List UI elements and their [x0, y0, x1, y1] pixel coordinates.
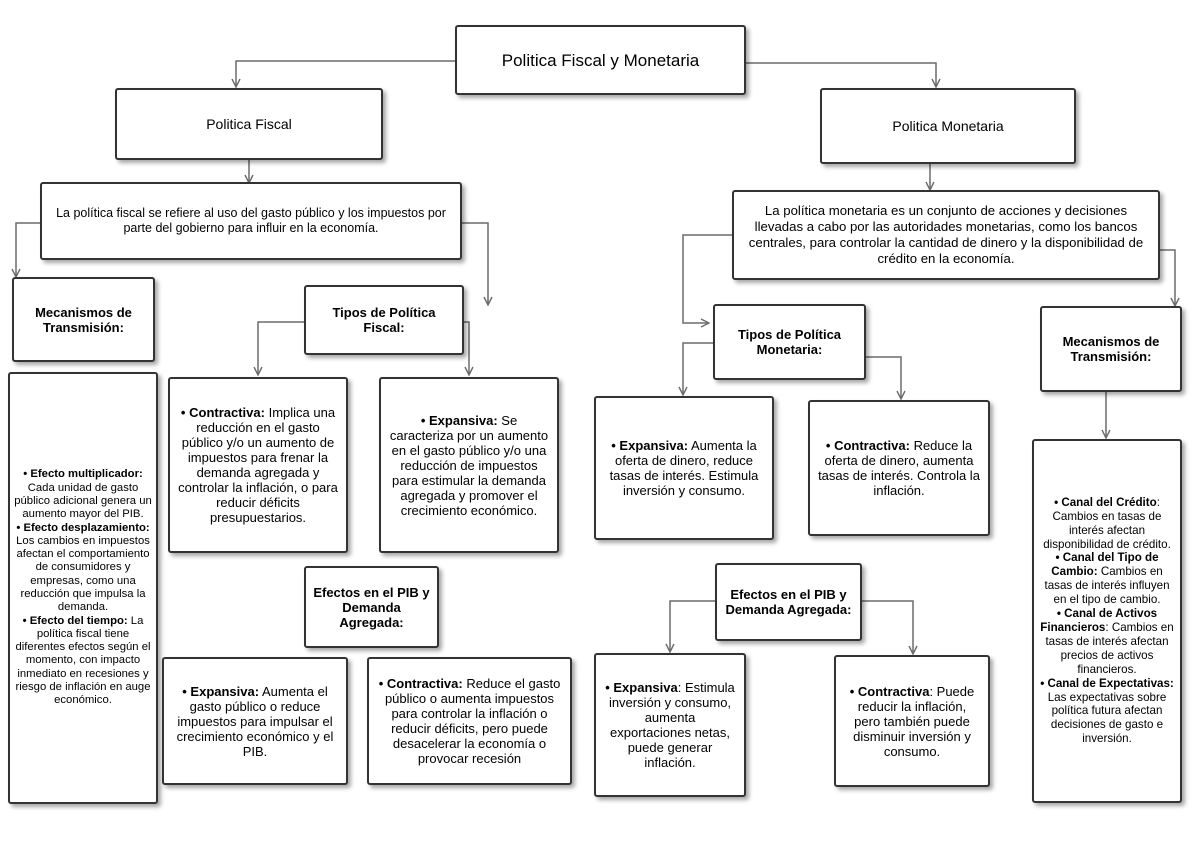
monetary-effect-expansiva: • Expansiva: Estimula inversión y consum… — [594, 653, 746, 797]
fiscal-mechanisms-heading: Mecanismos de Transmisión: — [35, 304, 132, 335]
monetary-mechanisms-list: • Canal del Crédito: Cambios en tasas de… — [1032, 439, 1182, 803]
root-node: Politica Fiscal y Monetaria — [455, 25, 746, 95]
fiscal-effect-contractiva: • Contractiva: Reduce el gasto público o… — [367, 657, 572, 785]
fiscal-mechanisms-list: • Efecto multiplicador: Cada unidad de g… — [8, 372, 158, 804]
arrow-root-to-fiscal — [236, 60, 455, 86]
arrow-monetary-def-to-mechanisms — [1160, 249, 1175, 305]
fiscal-mechanism-timing: • Efecto del tiempo: La política fiscal … — [15, 614, 151, 707]
monetary-effects-heading-node: Efectos en el PIB y Demanda Agregada: — [715, 563, 862, 641]
monetary-effects-heading: Efectos en el PIB y Demanda Agregada: — [725, 587, 852, 617]
arrow-monetary-types-to-expansiva — [683, 342, 713, 394]
arrow-monetary-types-to-contractiva — [866, 356, 901, 398]
monetary-channel-assets: • Canal de Activos Financieros: Cambios … — [1040, 607, 1174, 676]
monetary-mechanisms-heading-node: Mecanismos de Transmisión: — [1040, 306, 1182, 392]
root-title: Politica Fiscal y Monetaria — [501, 50, 700, 70]
arrow-root-to-monetary — [746, 62, 936, 86]
fiscal-type-contractiva: • Contractiva: Implica una reducción en … — [168, 377, 348, 553]
fiscal-title-node: Politica Fiscal — [115, 88, 383, 160]
fiscal-type-expansiva: • Expansiva: Se caracteriza por un aumen… — [379, 377, 559, 553]
arrow-fiscal-def-to-mechanisms — [16, 222, 40, 276]
monetary-mechanisms-heading: Mecanismos de Transmisión: — [1062, 334, 1160, 364]
monetary-channel-expectations: • Canal de Expectativas: Las expectativa… — [1040, 676, 1174, 746]
monetary-types-heading-node: Tipos de Política Monetaria: — [713, 304, 866, 380]
fiscal-title: Politica Fiscal — [206, 115, 292, 132]
fiscal-mechanism-crowding: • Efecto desplazamiento: Los cambios en … — [16, 521, 150, 614]
fiscal-effect-expansiva: • Expansiva: Aumenta el gasto público o … — [162, 657, 348, 785]
arrow-fiscal-types-to-contractiva — [258, 321, 304, 374]
monetary-definition: La política monetaria es un conjunto de … — [748, 203, 1144, 266]
monetary-effect-contractiva: • Contractiva: Puede reducir la inflació… — [834, 655, 990, 787]
fiscal-effects-heading-node: Efectos en el PIB y Demanda Agregada: — [304, 566, 439, 648]
monetary-title-node: Politica Monetaria — [820, 88, 1076, 164]
fiscal-effects-heading: Efectos en el PIB y Demanda Agregada: — [313, 584, 430, 630]
fiscal-types-heading-node: Tipos de Política Fiscal: — [304, 285, 464, 355]
fiscal-mechanisms-heading-node: Mecanismos de Transmisión: — [12, 277, 155, 362]
monetary-type-expansiva: • Expansiva: Aumenta la oferta de dinero… — [594, 396, 774, 540]
monetary-definition-node: La política monetaria es un conjunto de … — [732, 190, 1160, 280]
monetary-channel-credit: • Canal del Crédito: Cambios en tasas de… — [1043, 495, 1171, 551]
fiscal-mechanism-multiplier: • Efecto multiplicador: Cada unidad de g… — [14, 468, 152, 521]
fiscal-types-heading: Tipos de Política Fiscal: — [332, 305, 436, 335]
fiscal-definition: La política fiscal se refiere al uso del… — [56, 206, 446, 235]
arrow-monetary-effects-to-expansiva — [670, 600, 715, 651]
arrow-fiscal-def-to-types — [462, 222, 488, 304]
monetary-type-contractiva: • Contractiva: Reduce la oferta de diner… — [808, 400, 990, 536]
monetary-types-heading: Tipos de Política Monetaria: — [737, 327, 842, 357]
arrow-monetary-effects-to-contractiva — [862, 600, 913, 653]
fiscal-definition-node: La política fiscal se refiere al uso del… — [40, 182, 462, 260]
monetary-channel-exchange: • Canal del Tipo de Cambio: Cambios en t… — [1044, 551, 1170, 607]
monetary-title: Politica Monetaria — [892, 117, 1004, 134]
